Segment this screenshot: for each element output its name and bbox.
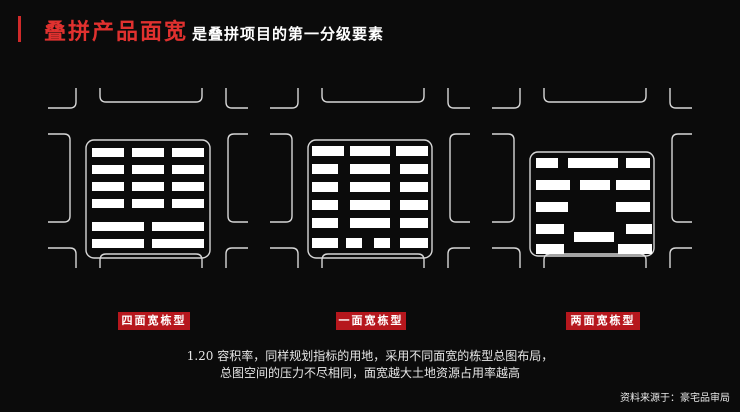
site-plan-one-bay [270, 88, 470, 268]
caption-line-1: 1.20 容积率，同样规划指标的用地，采用不同面宽的栋型总图布局， [186, 349, 554, 363]
title-highlight: 叠拼产品面宽 [44, 19, 189, 45]
title-rest: 是叠拼项目的第一分级要素 [192, 25, 385, 43]
panel-label-four-bay: 四面宽栋型 [118, 312, 190, 330]
panel-label-two-bay: 两面宽栋型 [566, 312, 640, 330]
site-plan-two-bay [492, 88, 692, 268]
page-title: 叠拼产品面宽是叠拼项目的第一分级要素 [44, 14, 384, 46]
source-note: 资料来源于：豪宅品审局 [620, 393, 730, 404]
panel-label-one-bay: 一面宽栋型 [336, 312, 406, 330]
site-plan-one-bay-drawing [270, 88, 470, 268]
title-accent-bar [18, 16, 21, 42]
site-plan-four-bay-drawing [48, 88, 248, 268]
caption: 1.20 容积率，同样规划指标的用地，采用不同面宽的栋型总图布局， 总图空间的压… [150, 348, 590, 382]
site-plan-four-bay [48, 88, 248, 268]
caption-line-2: 总图空间的压力不尽相同，面宽越大土地资源占用率越高 [219, 366, 520, 380]
site-plan-two-bay-drawing [492, 88, 692, 268]
